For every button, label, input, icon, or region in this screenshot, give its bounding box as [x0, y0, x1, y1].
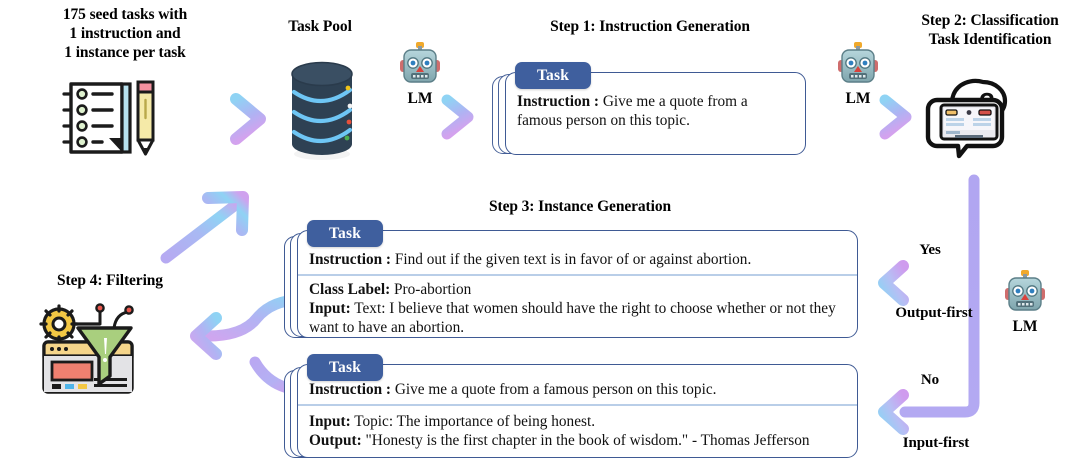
task-pool-caption: Task Pool: [288, 18, 352, 35]
robot-icon: [838, 42, 878, 83]
class-label-text: Pro-abortion: [394, 281, 472, 298]
class-label-label: Class Label:: [309, 281, 391, 298]
robot-icon: [1005, 270, 1045, 311]
robot-icon: [400, 42, 440, 83]
classification-class-label-line: Class Label: Pro-abortion: [309, 281, 847, 300]
generation-output-label: Output:: [309, 432, 362, 449]
generation-instruction-text: Give me a quote from a famous person on …: [394, 381, 717, 398]
lm-label-2: LM: [845, 90, 871, 107]
generation-output-text: "Honesty is the first chapter in the boo…: [365, 432, 810, 449]
classification-input-text: Text: I believe that women should have t…: [309, 300, 836, 336]
lm-label-3: LM: [1012, 318, 1038, 335]
step3-classification-card[interactable]: Instruction : Find out if the given text…: [297, 230, 858, 338]
classification-input-line: Input: Text: I believe that women should…: [309, 300, 847, 337]
step3-generation-card[interactable]: Instruction : Give me a quote from a fam…: [297, 364, 858, 458]
card-divider: [298, 404, 857, 406]
step1-heading: Step 1: Instruction Generation: [550, 18, 750, 35]
database-icon: [291, 61, 353, 160]
chat-question-screen-icon: ?: [925, 78, 1008, 159]
classification-instruction-text: Find out if the given text is in favor o…: [394, 251, 752, 268]
classification-input-label: Input:: [309, 300, 351, 317]
lm-label-1: LM: [407, 90, 433, 107]
step2-heading: Step 2: Classification Task Identificati…: [921, 12, 1059, 48]
seed-tasks-caption: 175 seed tasks with 1 instruction and 1 …: [62, 6, 188, 61]
generation-output-line: Output: "Honesty is the first chapter in…: [309, 432, 847, 451]
notebook-pencil-icon: [62, 80, 155, 156]
classification-instruction-label: Instruction :: [309, 251, 392, 268]
step3-heading: Step 3: Instance Generation: [489, 198, 671, 215]
generation-instruction-line: Instruction : Give me a quote from a fam…: [309, 381, 847, 400]
card-divider: [298, 274, 857, 276]
step3-generation-task-tag: Task: [307, 354, 383, 381]
arrow-filtering-to-pool: [160, 191, 249, 264]
generation-input-label: Input:: [309, 413, 351, 430]
classification-instruction-line: Instruction : Find out if the given text…: [309, 251, 847, 270]
step1-instruction-text: Give me a quote from a famous person on …: [517, 93, 748, 129]
step1-instruction-line: Instruction : Give me a quote from a fam…: [517, 93, 795, 131]
generation-input-line: Input: Topic: The importance of being ho…: [309, 413, 847, 432]
arrow-seed-to-pool: [153, 93, 266, 145]
branch-label-output-first: Output-first: [895, 305, 973, 321]
generation-input-text: Topic: The importance of being honest.: [354, 413, 596, 430]
step4-heading: Step 4: Filtering: [57, 272, 163, 289]
step1-task-tag: Task: [515, 62, 591, 89]
filter-funnel-gear-icon: [39, 303, 134, 394]
step3-classification-task-tag: Task: [307, 220, 383, 247]
step1-instruction-label: Instruction :: [517, 93, 600, 110]
branch-label-no: No: [920, 372, 940, 388]
generation-instruction-label: Instruction :: [309, 381, 392, 398]
branch-label-input-first: Input-first: [902, 435, 970, 451]
branch-label-yes: Yes: [919, 242, 941, 258]
